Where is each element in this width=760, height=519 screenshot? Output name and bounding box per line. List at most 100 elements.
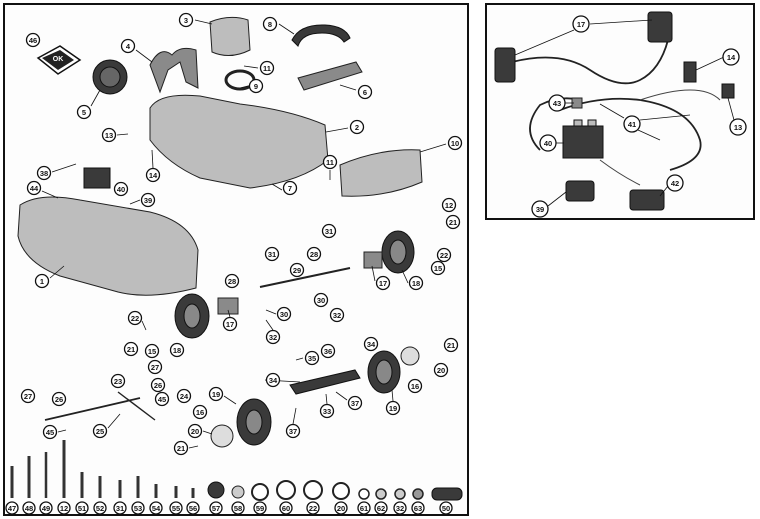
- callout-label: 32: [269, 333, 277, 342]
- callout-label: 21: [127, 345, 135, 354]
- leader-line: [727, 97, 735, 121]
- callout-label: 44: [30, 184, 39, 193]
- callout-bubble: 60: [279, 501, 293, 515]
- callout-label: 39: [536, 205, 544, 214]
- callout-label: 54: [152, 504, 161, 513]
- callout-bubble: 40: [113, 181, 129, 197]
- callout-bubble: 32: [265, 329, 281, 345]
- leader-line: [41, 190, 59, 199]
- callout-bubble: 16: [192, 404, 208, 420]
- callout-label: 43: [553, 99, 561, 108]
- leader-line: [90, 89, 101, 107]
- leader-line: [49, 265, 65, 279]
- callout-bubble: 31: [321, 223, 337, 239]
- callout-label: 48: [25, 504, 33, 513]
- callout-label: 61: [360, 504, 368, 513]
- callout-bubble: 56: [186, 501, 200, 515]
- hardware-row: [10, 440, 463, 501]
- callout-label: 58: [234, 504, 242, 513]
- callout-label: 40: [544, 139, 552, 148]
- callout-label: 9: [254, 82, 258, 91]
- callout-label: 3: [184, 16, 188, 25]
- callout-label: 6: [363, 88, 367, 97]
- wheel-rear-right: [381, 230, 415, 274]
- callout-bubble: 8: [262, 16, 278, 32]
- callout-bubble: 6: [357, 84, 373, 100]
- callout-label: 20: [191, 427, 199, 436]
- callout-bubble: 22: [436, 247, 452, 263]
- callout-bubble: 2: [349, 119, 365, 135]
- leader-line: [135, 49, 153, 63]
- callout-bubble: 57: [209, 501, 223, 515]
- callout-label: 49: [42, 504, 50, 513]
- leader-line: [695, 56, 725, 71]
- callout-label: 27: [151, 363, 159, 372]
- callout-bubble: 15: [144, 343, 160, 359]
- callout-bubble: 29: [289, 262, 305, 278]
- callout-label: 17: [577, 20, 585, 29]
- callout-bubble: 36: [320, 343, 336, 359]
- callout-label: 12: [445, 201, 453, 210]
- callout-label: 34: [367, 340, 376, 349]
- callout-bubble: 63: [411, 501, 425, 515]
- callout-label: 21: [449, 218, 457, 227]
- callout-label: 14: [727, 53, 736, 62]
- leader-line: [243, 65, 259, 69]
- callout-bubble: 27: [20, 388, 36, 404]
- callout-bubble: 39: [531, 200, 549, 218]
- callout-label: 42: [671, 179, 679, 188]
- gearbox-right-part: [363, 251, 383, 269]
- leader-line: [223, 395, 237, 405]
- callout-label: 28: [228, 277, 236, 286]
- callout-label: 20: [437, 366, 445, 375]
- callout-label: 51: [78, 504, 86, 513]
- callout-label: 33: [323, 407, 331, 416]
- hubcap-right-part: [400, 346, 420, 366]
- callout-label: 19: [389, 404, 397, 413]
- callout-label: 47: [8, 504, 16, 513]
- leader-line: [141, 320, 147, 331]
- callout-bubble: 43: [548, 94, 566, 112]
- seat-part: [209, 16, 251, 56]
- callout-bubble: 30: [276, 306, 292, 322]
- callout-bubble: 20: [433, 362, 449, 378]
- steering-rod-part: [44, 397, 141, 421]
- callout-bubble: 39: [140, 192, 156, 208]
- leader-line: [188, 445, 199, 449]
- leader-line: [514, 29, 575, 56]
- callout-bubble: 19: [385, 400, 401, 416]
- callout-bubble: 28: [306, 246, 322, 262]
- brand-logo-badge: OK: [36, 45, 82, 75]
- leader-line: [325, 393, 328, 405]
- callout-label: 45: [46, 428, 54, 437]
- leader-line: [391, 389, 394, 402]
- callout-label: 19: [212, 390, 220, 399]
- callout-label: 12: [60, 504, 68, 513]
- logo-text: OK: [53, 56, 64, 63]
- leader-line: [325, 127, 349, 133]
- callout-bubble: 22: [306, 501, 320, 515]
- callout-bubble: 41: [623, 115, 641, 133]
- callout-bubble: 49: [39, 501, 53, 515]
- callout-bubble: 5: [76, 104, 92, 120]
- leader-line: [589, 19, 653, 25]
- callout-bubble: 13: [101, 127, 117, 143]
- upper-body-part: [149, 94, 329, 189]
- callout-bubble: 54: [149, 501, 163, 515]
- callout-bubble: 30: [313, 292, 329, 308]
- callout-bubble: 3: [178, 12, 194, 28]
- callout-label: 60: [282, 504, 290, 513]
- wheel-rear-left: [174, 293, 210, 339]
- front-bumper-part: [339, 149, 423, 197]
- callout-bubble: 1: [34, 273, 50, 289]
- callout-label: 31: [268, 250, 276, 259]
- leader-line: [419, 143, 447, 153]
- callout-bubble: 26: [51, 391, 67, 407]
- callout-bubble: 31: [113, 501, 127, 515]
- rear-axle-part: [259, 267, 351, 288]
- callout-bubble: 45: [42, 424, 58, 440]
- callout-bubble: 52: [93, 501, 107, 515]
- callout-label: 28: [310, 250, 318, 259]
- leader-line: [265, 319, 274, 331]
